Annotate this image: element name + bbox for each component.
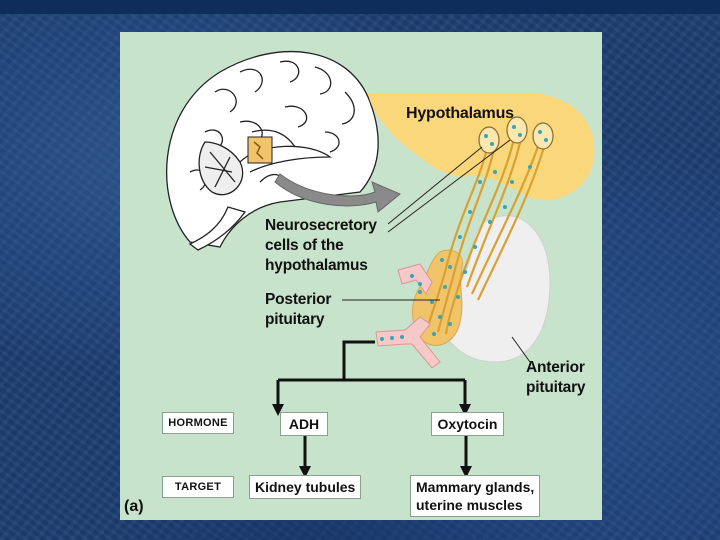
target-mammary-uterine: Mammary glands, uterine muscles <box>410 475 541 517</box>
blood-vessels <box>375 263 441 369</box>
label-anterior-1: Anterior <box>526 359 585 376</box>
slide-top-bar <box>0 0 720 14</box>
highlight-box <box>247 136 273 164</box>
label-posterior-1: Posterior <box>265 291 332 308</box>
hormone-oxytocin: Oxytocin <box>431 412 504 436</box>
target-kidney-line-1: Kidney tubules <box>255 479 356 495</box>
target-kidney: Kidney tubules <box>249 475 362 499</box>
label-anterior-2: pituitary <box>526 379 586 396</box>
hormone-adh: ADH <box>280 412 328 436</box>
neurosecretory-cells <box>478 116 554 154</box>
leader-lines <box>342 139 531 363</box>
label-neurosecretory-3: hypothalamus <box>265 257 368 274</box>
axons <box>426 133 548 335</box>
target-mammary-line-1: Mammary glands, <box>416 479 535 495</box>
flow-arrows <box>276 340 468 468</box>
label-posterior-2: pituitary <box>265 311 325 328</box>
arrowheads <box>272 404 472 478</box>
curved-arrow-icon <box>274 173 401 213</box>
label-neurosecretory-2: cells of the <box>265 237 344 254</box>
target-row-label: TARGET <box>162 476 234 498</box>
hormone-row-label: HORMONE <box>162 412 234 434</box>
hormone-dots <box>418 125 548 336</box>
panel-label: (a) <box>124 498 144 515</box>
pituitary-diagram <box>166 50 595 478</box>
label-hypothalamus: Hypothalamus <box>406 105 514 122</box>
target-mammary-line-2: uterine muscles <box>416 497 523 513</box>
label-neurosecretory-1: Neurosecretory <box>265 217 377 234</box>
diagram-panel: Hypothalamus Neurosecretory cells of the… <box>120 32 602 520</box>
